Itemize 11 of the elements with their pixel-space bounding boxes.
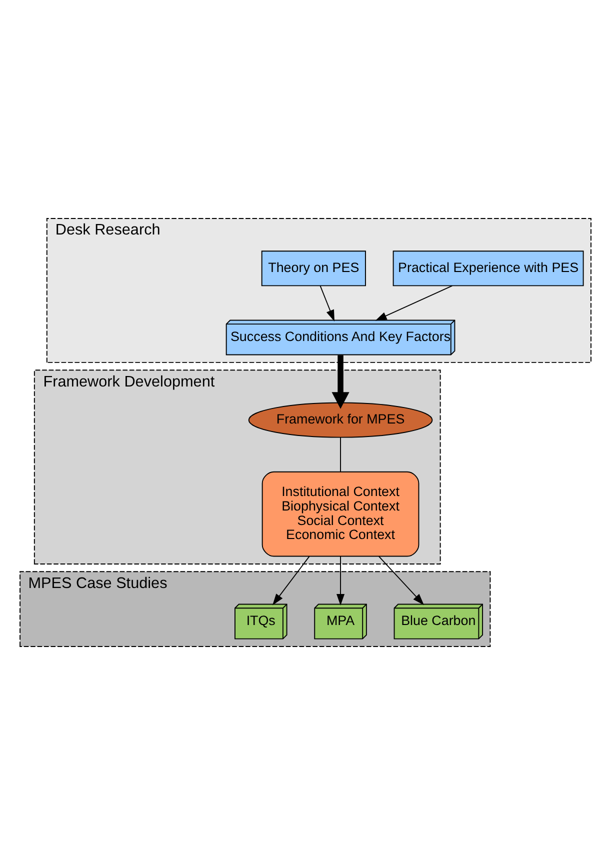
- node-ellipse: Framework for MPES: [248, 402, 433, 438]
- node-box: Practical Experience with PES: [392, 250, 584, 286]
- arrow: [320, 286, 334, 322]
- node-box: Institutional Context Biophysical Context Social Context Economic Context: [262, 471, 420, 557]
- arrow: [378, 556, 424, 606]
- arrow: [336, 556, 345, 606]
- connector: [340, 436, 341, 472]
- arrow: [332, 355, 350, 409]
- arrow: [375, 285, 453, 321]
- node-box: Theory on PES: [261, 250, 366, 286]
- arrow: [272, 556, 310, 606]
